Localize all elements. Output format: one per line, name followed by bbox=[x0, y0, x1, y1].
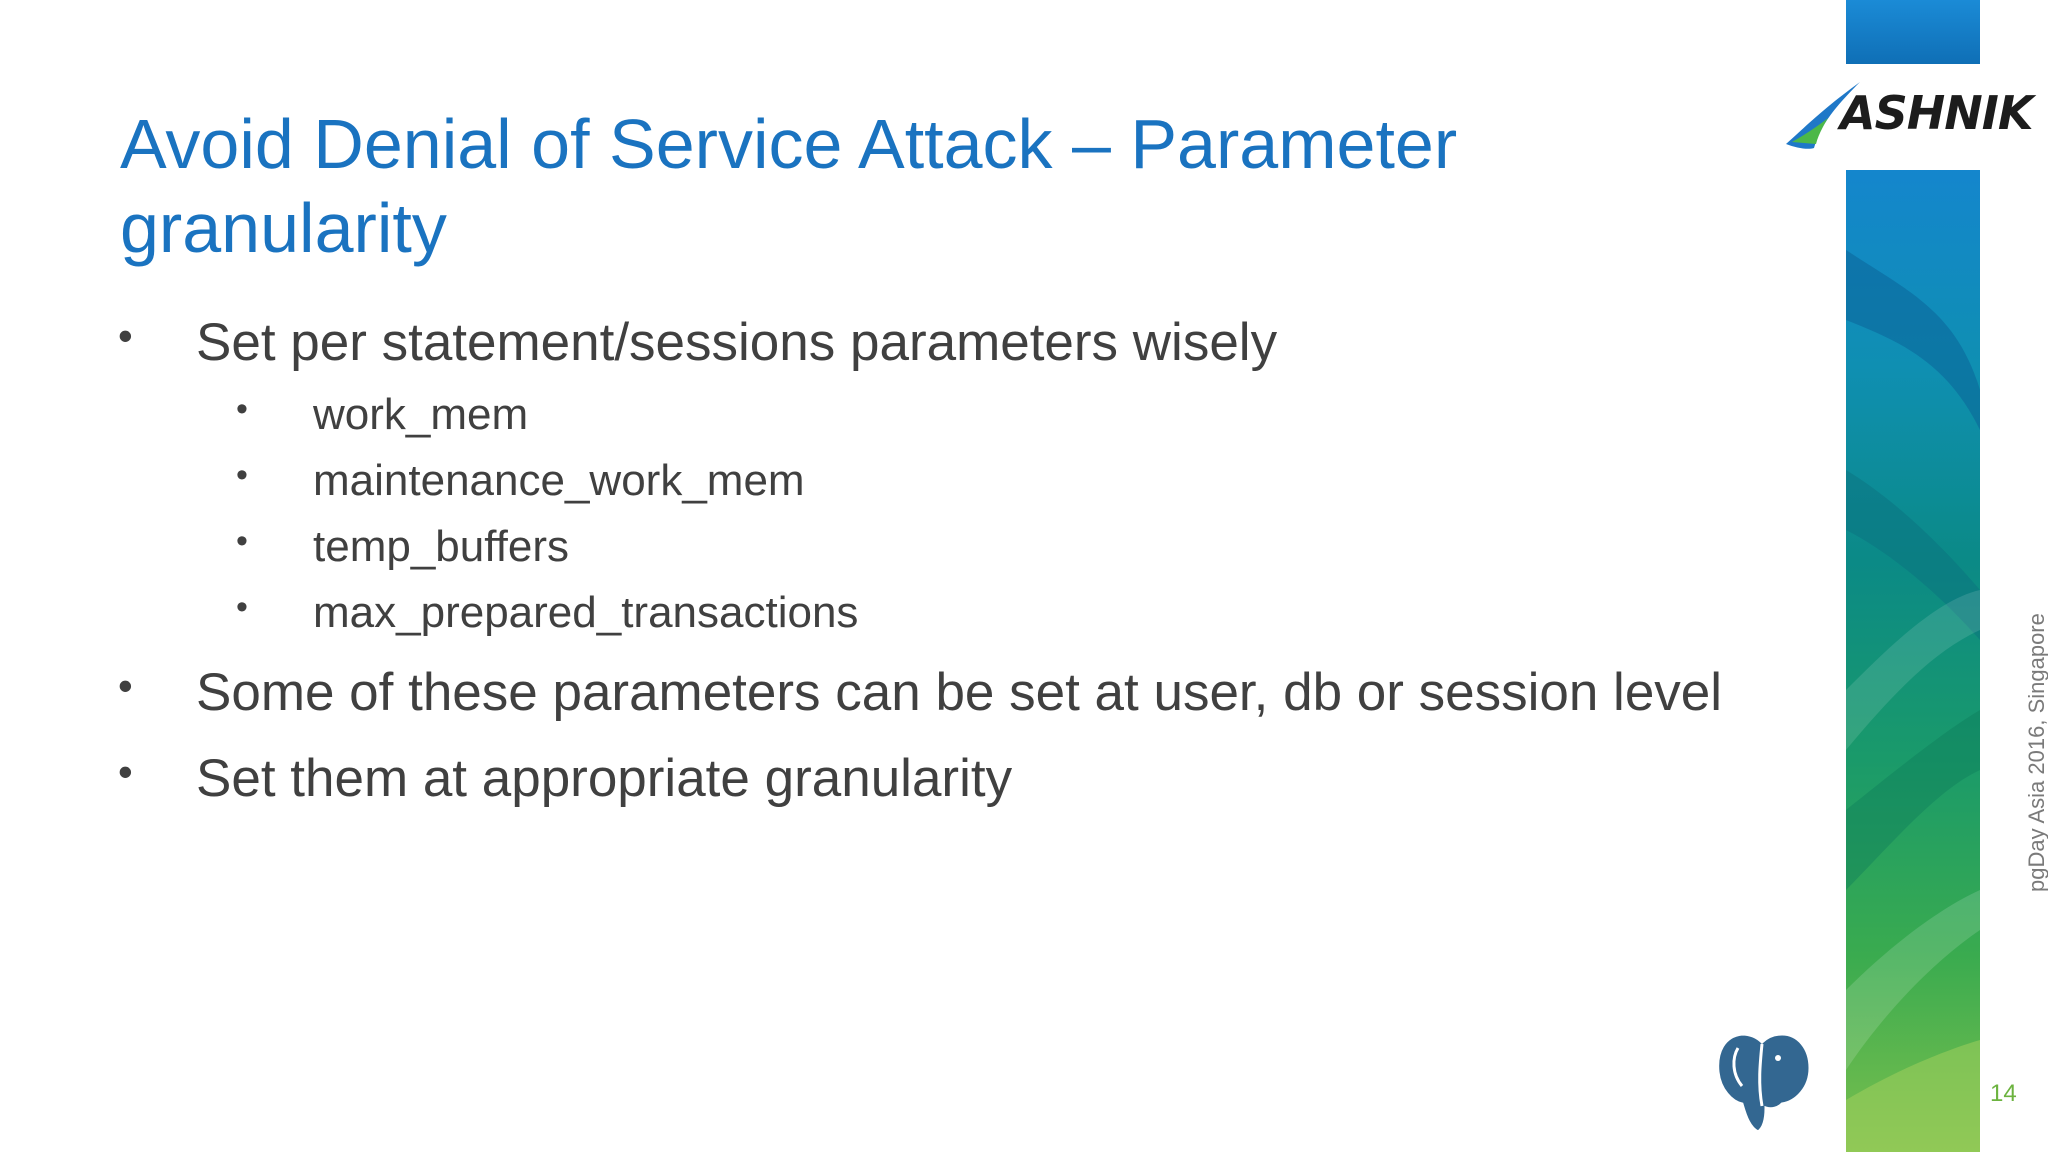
bullet-marker: • bbox=[236, 390, 248, 428]
logo-text: ASHNIK bbox=[1840, 86, 2033, 140]
bullet-marker: • bbox=[118, 312, 133, 359]
band-swirls bbox=[1846, 250, 1980, 1152]
bullet-text: maintenance_work_mem bbox=[313, 456, 805, 505]
bullet-marker: • bbox=[118, 662, 133, 709]
slide-title: Avoid Denial of Service Attack – Paramet… bbox=[120, 105, 1458, 267]
footer-event-text: pgDay Asia 2016, Singapore bbox=[2024, 613, 2048, 892]
bullet-text: Set them at appropriate granularity bbox=[196, 749, 1013, 808]
bullet-text: temp_buffers bbox=[313, 522, 570, 571]
bullet-text: Some of these parameters can be set at u… bbox=[196, 663, 1723, 722]
logo-swoosh-icon bbox=[1786, 82, 1860, 149]
decorative-band bbox=[1846, 170, 1980, 1152]
bullet-marker: • bbox=[118, 748, 133, 795]
postgresql-elephant-icon bbox=[1716, 1032, 1812, 1134]
page-number: 14 bbox=[1990, 1080, 2017, 1107]
ashnik-logo: ASHNIK bbox=[1780, 78, 2033, 158]
bullet-marker: • bbox=[236, 522, 248, 560]
bullet-text: work_mem bbox=[313, 390, 529, 439]
decorative-band-top bbox=[1846, 0, 1980, 64]
bullet-list: • Set per statement/sessions parameters … bbox=[118, 312, 1723, 808]
bullet-text: max_prepared_transactions bbox=[313, 588, 859, 637]
bullet-marker: • bbox=[236, 456, 248, 494]
bullet-text: Set per statement/sessions parameters wi… bbox=[196, 313, 1278, 372]
bullet-marker: • bbox=[236, 588, 248, 626]
